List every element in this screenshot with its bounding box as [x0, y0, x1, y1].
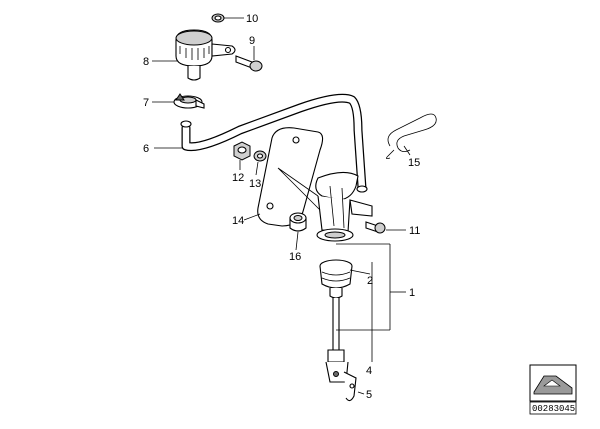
nut-part-12: [233, 141, 251, 161]
leader-lines: [152, 17, 411, 395]
boot-part-2: [319, 259, 353, 299]
washer-part-13: [253, 150, 267, 162]
callout-4: 4: [366, 365, 372, 377]
clamp-part-7: [173, 93, 205, 109]
callout-6: 6: [143, 143, 149, 155]
callout-9: 9: [249, 35, 255, 47]
callout-7: 7: [143, 97, 149, 109]
seal-part-10: [211, 13, 225, 23]
reservoir-part-8: [175, 29, 236, 81]
callout-2: 2: [367, 275, 373, 287]
callout-13: 13: [249, 178, 261, 190]
callout-16: 16: [289, 251, 301, 263]
callout-10: 10: [246, 13, 258, 25]
pin-part-5: [343, 371, 357, 402]
hose-part-6: [180, 93, 368, 193]
car-silhouette-icon: [533, 375, 573, 395]
reference-badge: 00283045: [529, 364, 577, 415]
callout-labels: 10 9 8 7 6 12 13 15 14 16 11 2 1 4 5: [143, 13, 420, 401]
callout-12: 12: [232, 172, 244, 184]
callout-11: 11: [409, 225, 420, 237]
push-rod-part-4: [325, 298, 349, 383]
reference-code: 00283045: [532, 404, 575, 414]
callout-14: 14: [232, 215, 244, 227]
callout-15: 15: [408, 157, 420, 169]
clip-part-15: [386, 113, 437, 160]
callout-8: 8: [143, 56, 149, 68]
bolt-part-9: [235, 55, 263, 72]
bushing-part-16: [289, 212, 307, 232]
callout-1: 1: [409, 287, 415, 299]
cylinder-body: [277, 167, 373, 242]
callout-5: 5: [366, 389, 372, 401]
bolt-part-11: [365, 221, 386, 234]
